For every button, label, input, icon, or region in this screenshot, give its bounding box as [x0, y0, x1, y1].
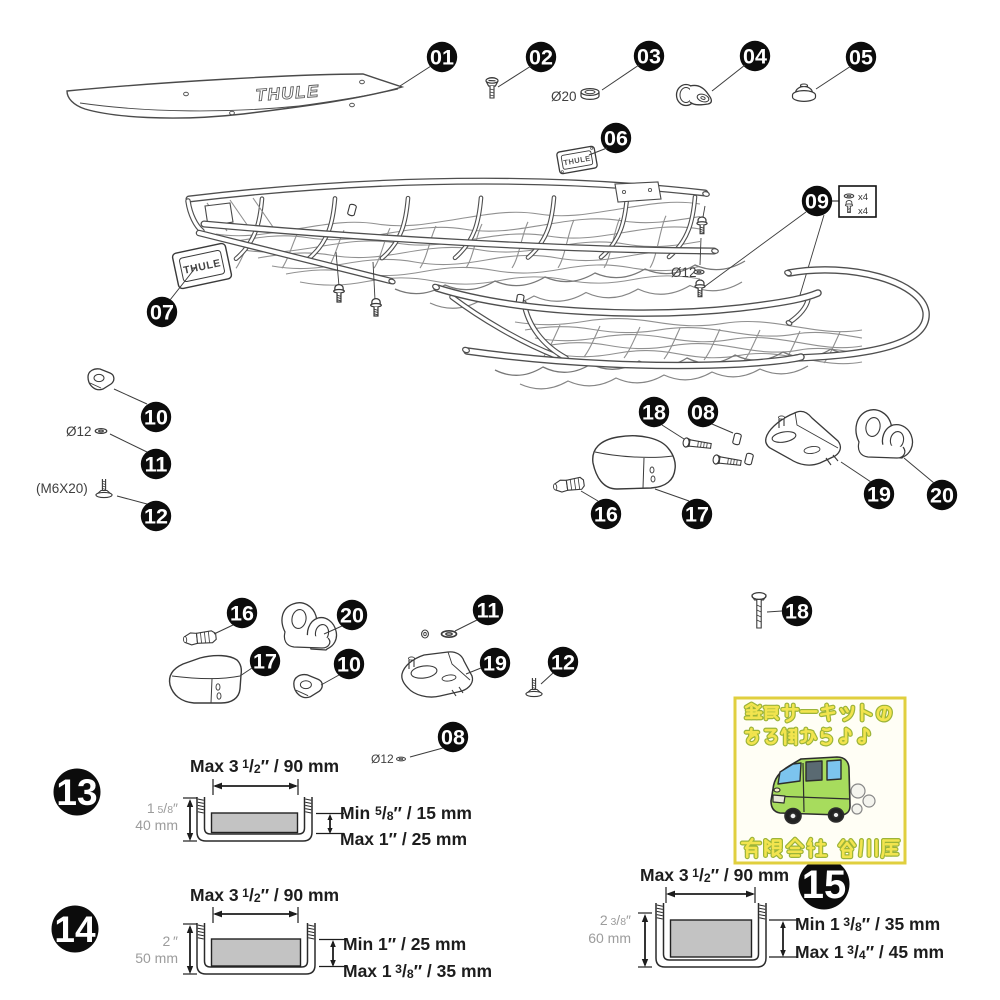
svg-text:Min 1 3/8″ / 35 mm: Min 1 3/8″ / 35 mm — [795, 914, 940, 934]
svg-text:12: 12 — [551, 651, 575, 675]
svg-text:20: 20 — [930, 484, 954, 508]
svg-text:06: 06 — [604, 127, 628, 151]
svg-text:11: 11 — [477, 599, 500, 623]
svg-text:Max 3 1/2″ / 90 mm: Max 3 1/2″ / 90 mm — [190, 756, 339, 776]
svg-text:12: 12 — [144, 505, 168, 529]
svg-text:Max 3 1/2″ / 90 mm: Max 3 1/2″ / 90 mm — [190, 885, 339, 905]
svg-text:Ø12: Ø12 — [66, 424, 92, 439]
svg-text:07: 07 — [150, 301, 174, 325]
svg-text:19: 19 — [867, 483, 891, 507]
svg-text:Max 1″ / 25 mm: Max 1″ / 25 mm — [340, 829, 467, 849]
svg-text:04: 04 — [743, 45, 767, 69]
svg-text:Min 1″ / 25 mm: Min 1″ / 25 mm — [343, 934, 466, 954]
svg-text:13: 13 — [56, 772, 97, 813]
svg-text:01: 01 — [430, 46, 454, 70]
svg-text:11: 11 — [145, 453, 168, 477]
svg-text:x4: x4 — [858, 206, 868, 217]
svg-text:19: 19 — [483, 652, 507, 676]
svg-text:60 mm: 60 mm — [588, 930, 631, 946]
svg-text:Ø12: Ø12 — [671, 265, 697, 280]
svg-text:14: 14 — [54, 909, 96, 950]
svg-text:05: 05 — [849, 46, 873, 70]
svg-text:03: 03 — [637, 45, 661, 69]
svg-text:2 3/8″: 2 3/8″ — [600, 912, 631, 928]
svg-text:Max 1 3/8″ / 35 mm: Max 1 3/8″ / 35 mm — [343, 961, 492, 981]
svg-text:08: 08 — [691, 401, 715, 425]
svg-text:02: 02 — [529, 46, 553, 70]
svg-text:10: 10 — [144, 406, 168, 430]
svg-text:1 5/8″: 1 5/8″ — [147, 800, 178, 816]
svg-text:18: 18 — [642, 401, 666, 425]
svg-text:20: 20 — [340, 604, 364, 628]
svg-text:17: 17 — [685, 503, 709, 527]
svg-text:Max 1 3/4″ / 45 mm: Max 1 3/4″ / 45 mm — [795, 942, 944, 962]
svg-text:40 mm: 40 mm — [135, 817, 178, 833]
svg-text:08: 08 — [441, 726, 465, 750]
svg-text:Min 5/8″ / 15 mm: Min 5/8″ / 15 mm — [340, 803, 472, 823]
svg-text:2 ″: 2 ″ — [162, 933, 178, 949]
svg-text:17: 17 — [253, 650, 277, 674]
svg-text:10: 10 — [337, 653, 361, 677]
svg-text:09: 09 — [805, 190, 829, 214]
svg-text:Ø12: Ø12 — [371, 752, 394, 766]
svg-text:x4: x4 — [858, 192, 868, 203]
svg-text:15: 15 — [802, 863, 847, 907]
svg-text:(M6X20): (M6X20) — [36, 481, 88, 496]
svg-text:Ø20: Ø20 — [551, 89, 577, 104]
svg-text:18: 18 — [785, 600, 809, 624]
svg-text:Max 3 1/2″ / 90 mm: Max 3 1/2″ / 90 mm — [640, 865, 789, 885]
svg-text:16: 16 — [230, 602, 254, 626]
svg-text:16: 16 — [594, 503, 618, 527]
svg-text:50 mm: 50 mm — [135, 950, 178, 966]
